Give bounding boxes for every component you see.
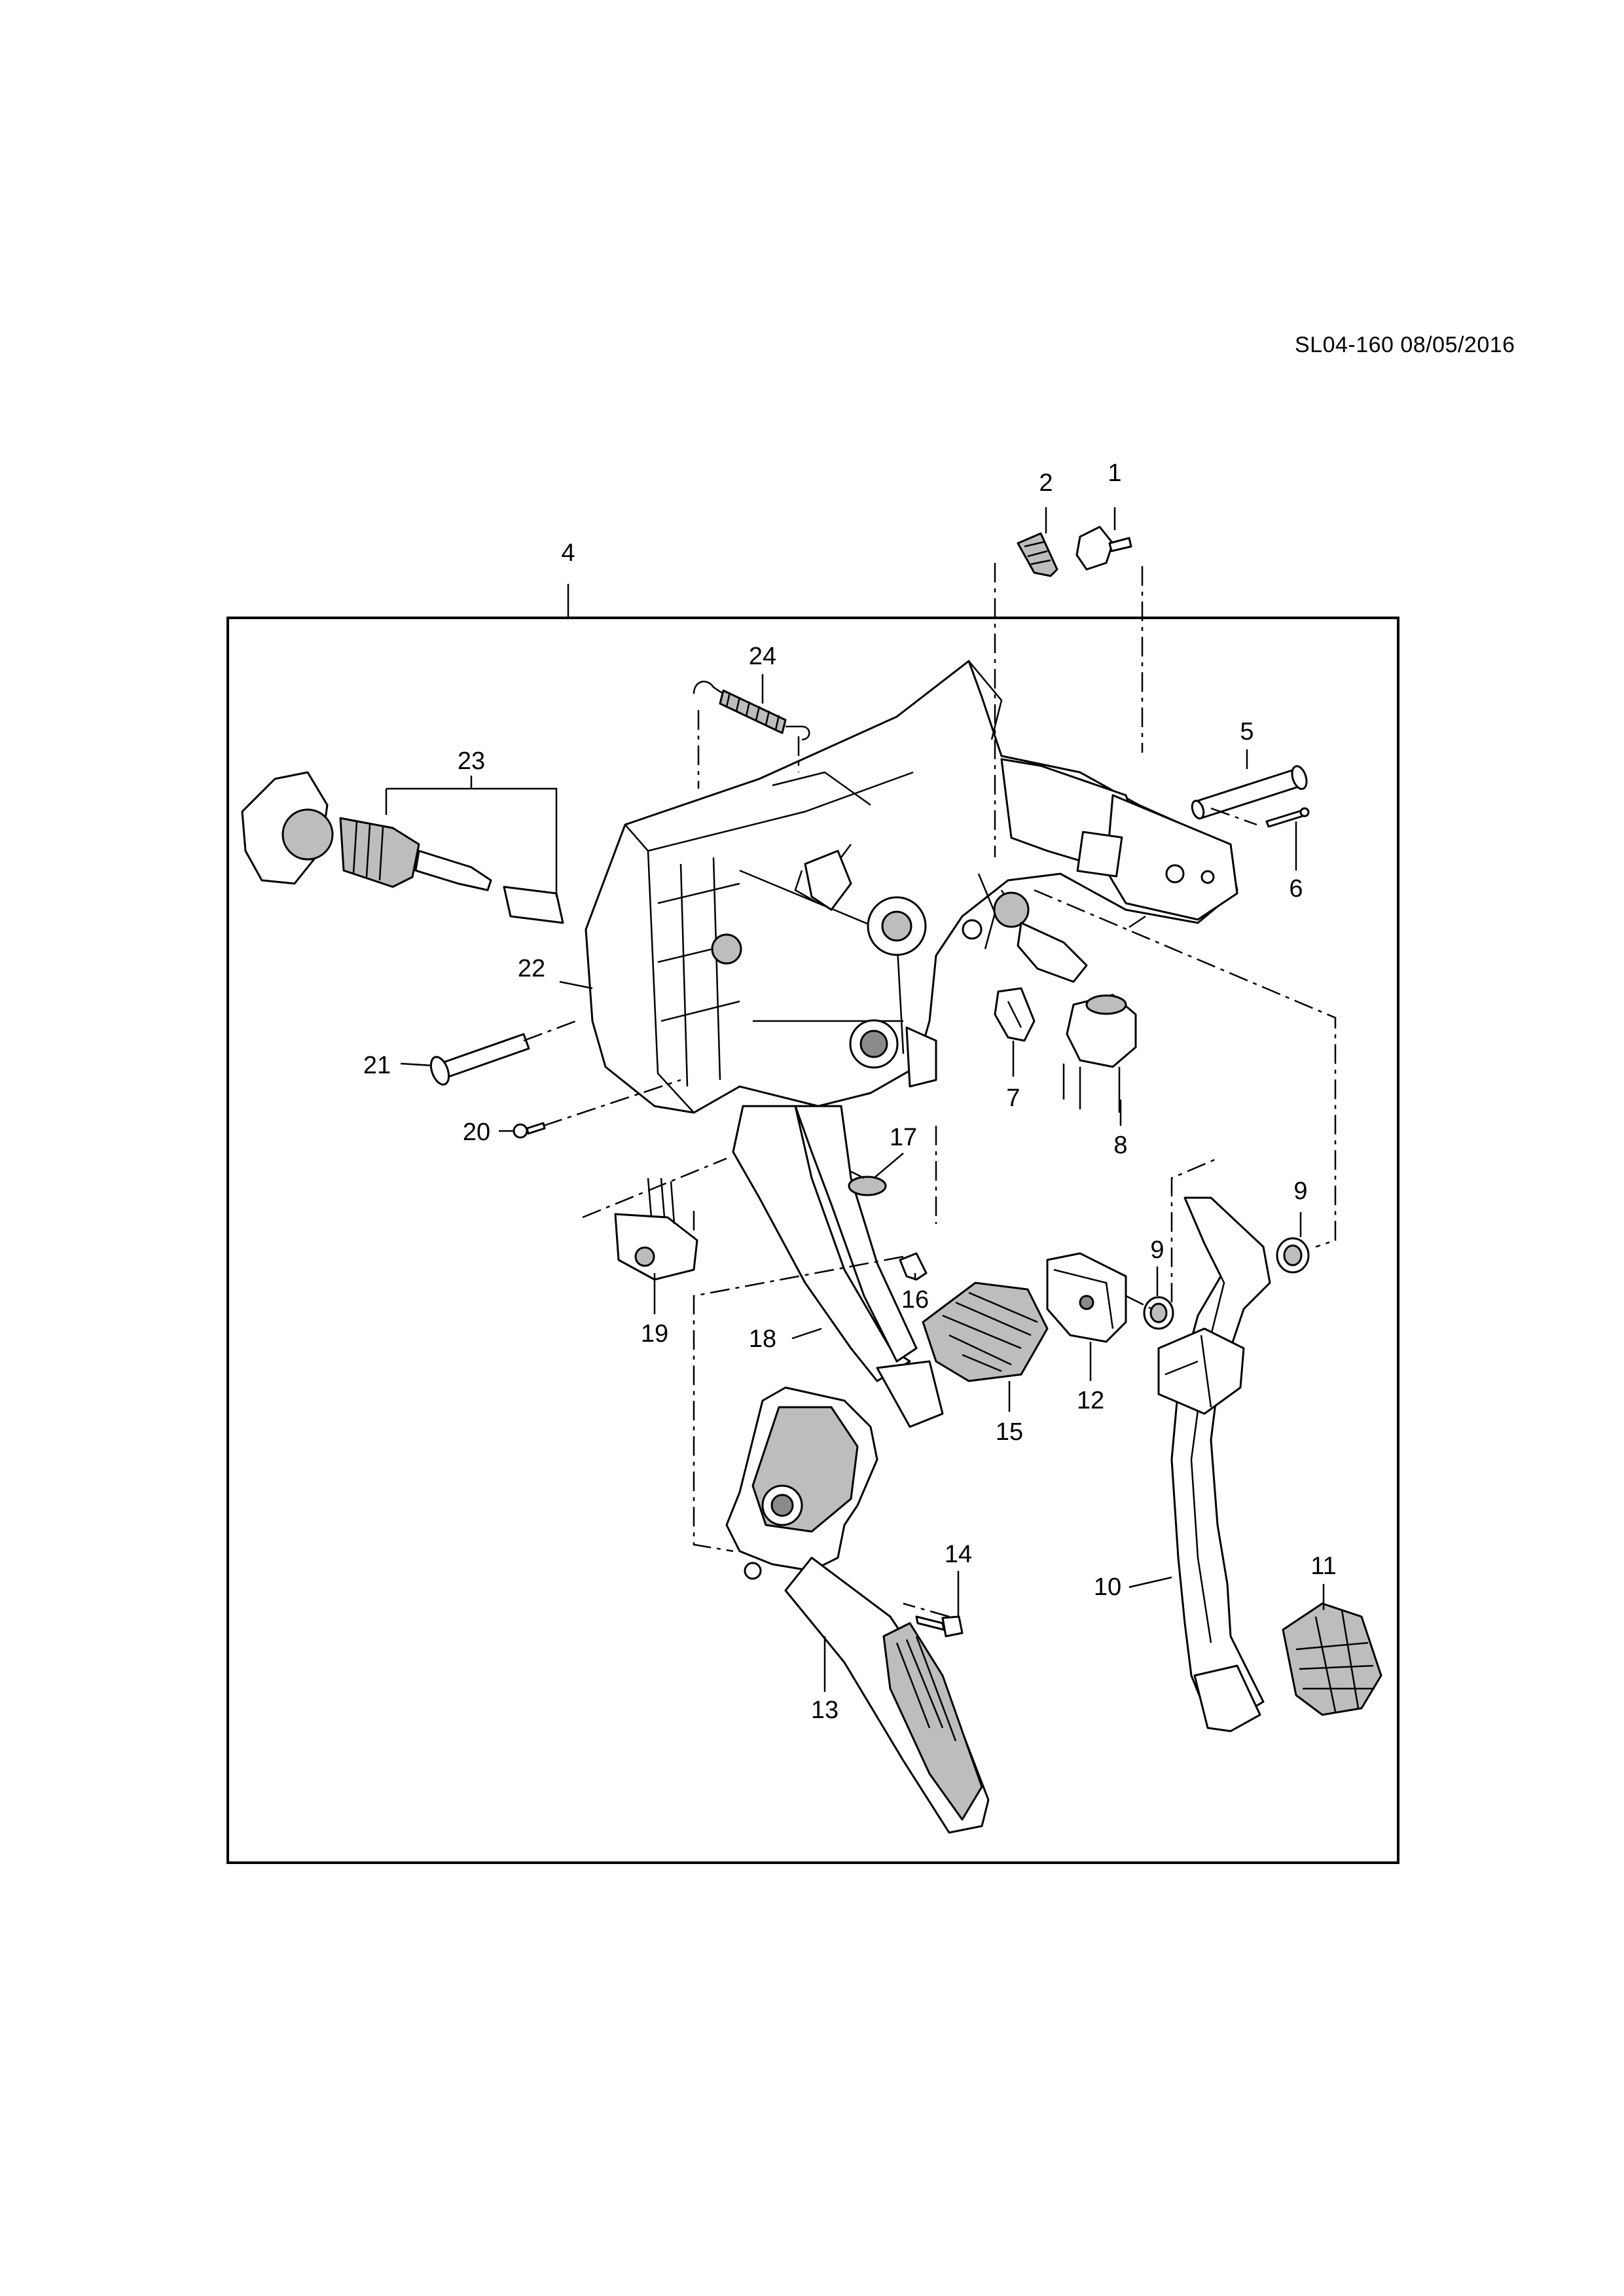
callout-8: 8 (1113, 1132, 1127, 1159)
pedal-bracket (585, 660, 1238, 1114)
assembly-frame (226, 617, 1399, 1864)
sensor-8 (1062, 994, 1137, 1113)
callout-16: 16 (901, 1286, 929, 1314)
switch-12 (1046, 1252, 1127, 1343)
callout-17: 17 (890, 1124, 917, 1151)
callout-2: 2 (1039, 469, 1053, 497)
callout-9-left: 9 (1150, 1236, 1164, 1264)
return-spring (693, 681, 810, 741)
callout-5: 5 (1240, 718, 1254, 745)
leader-lines (385, 507, 1325, 1692)
callout-numbers: 1 2 4 5 6 7 8 9 9 10 11 12 13 14 15 16 1… (363, 459, 1337, 1724)
callout-7: 7 (1006, 1085, 1020, 1112)
callout-23: 23 (458, 747, 485, 775)
clutch-pedal-pad (922, 1282, 1049, 1382)
callout-21: 21 (363, 1052, 391, 1079)
callout-11: 11 (1310, 1552, 1336, 1580)
screw-20 (513, 1122, 546, 1139)
clip-7 (994, 987, 1036, 1042)
screw-1 (1075, 526, 1132, 571)
callout-1: 1 (1108, 459, 1121, 487)
bushing-9-right (1276, 1237, 1310, 1274)
switch-19 (614, 1177, 698, 1281)
callout-13: 13 (811, 1696, 839, 1724)
pivot-bolt (1191, 765, 1308, 820)
brake-switch-housing (1157, 1327, 1245, 1415)
callout-14: 14 (945, 1541, 972, 1568)
clip-2 (1017, 532, 1058, 577)
document-reference: SL04-160 08/05/2016 (1295, 332, 1515, 357)
callout-6: 6 (1289, 875, 1303, 903)
clip-16 (899, 1252, 928, 1281)
callout-19: 19 (641, 1320, 668, 1348)
brake-pedal-arm (1170, 1196, 1271, 1732)
brake-pedal-pad (1282, 1602, 1382, 1716)
screw-14 (915, 1615, 964, 1638)
callout-22: 22 (518, 955, 545, 982)
callout-15: 15 (996, 1418, 1023, 1446)
callout-24: 24 (749, 643, 776, 670)
bushing-9-left (1143, 1296, 1174, 1330)
assembly-lines (523, 563, 1337, 1618)
clutch-pedal-arm (732, 1105, 944, 1428)
callout-9-right: 9 (1293, 1177, 1307, 1205)
callout-18: 18 (749, 1325, 776, 1353)
pin (1265, 807, 1310, 828)
stopper-17 (848, 1170, 887, 1196)
callout-4: 4 (561, 539, 575, 567)
clutch-cable (241, 771, 564, 924)
pivot-pin (429, 1033, 530, 1086)
accelerator-pedal-assembly (725, 1386, 990, 1834)
callout-20: 20 (463, 1119, 490, 1146)
callout-10: 10 (1094, 1573, 1121, 1601)
callout-12: 12 (1077, 1387, 1104, 1414)
